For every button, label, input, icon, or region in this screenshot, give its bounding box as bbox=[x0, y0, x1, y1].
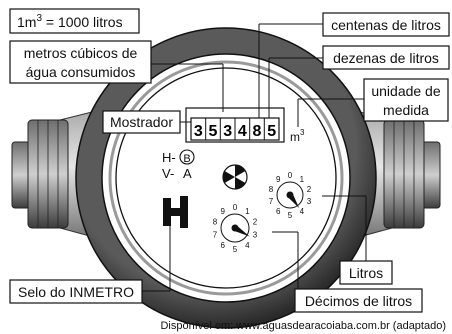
flow-indicator-icon bbox=[222, 164, 248, 190]
label-mostrador: Mostrador bbox=[102, 110, 181, 134]
label-centenas: centenas de litros bbox=[322, 12, 450, 37]
dial-decimos-tick-5: 5 bbox=[233, 245, 238, 254]
label-selo: Selo do INMETRO bbox=[9, 279, 143, 304]
dial-decimos-tick-3: 3 bbox=[253, 231, 258, 240]
v-mark: V- bbox=[162, 166, 174, 181]
dial-decimos-tick-7: 7 bbox=[213, 231, 218, 240]
dial-litros-hub bbox=[286, 191, 294, 199]
label-metros-line1: metros cúbicos de bbox=[24, 45, 138, 61]
label-unidade-line2: medida bbox=[383, 102, 429, 118]
unit-m: m3 bbox=[290, 128, 305, 144]
dial-litros-tick-1: 1 bbox=[300, 175, 305, 184]
dial-decimos-tick-6: 6 bbox=[220, 241, 225, 250]
odometer-digit-1: 3 bbox=[194, 123, 203, 140]
leader-lines bbox=[142, 23, 367, 292]
dial-litros-tick-4: 4 bbox=[300, 207, 305, 216]
label-litros: Litros bbox=[339, 260, 393, 285]
label-unidade-line1: unidade de bbox=[371, 83, 441, 99]
unit-m-base: m bbox=[290, 130, 300, 144]
odometer-digit-6: 5 bbox=[267, 123, 276, 140]
label-dezenas-text: dezenas de litros bbox=[333, 50, 439, 66]
dial-litros-tick-9: 9 bbox=[276, 175, 281, 184]
dial-litros-tick-0: 0 bbox=[288, 171, 293, 180]
odometer-digit-5: 8 bbox=[253, 123, 262, 140]
odometer-digit-2: 5 bbox=[209, 123, 218, 140]
label-dezenas: dezenas de litros bbox=[322, 45, 450, 70]
dial-decimos-tick-0: 0 bbox=[233, 203, 238, 212]
source-credit: Disponível em: www.aguasdearacoiaba.com.… bbox=[160, 320, 446, 332]
odometer-digit-3: 3 bbox=[223, 123, 232, 140]
dial-litros-tick-8: 8 bbox=[269, 185, 274, 194]
h-mark: H- bbox=[162, 150, 176, 165]
dial-litros-tick-7: 7 bbox=[269, 197, 274, 206]
label-decimos-text: Décimos de litros bbox=[305, 293, 412, 309]
left-pipe-thread bbox=[11, 119, 69, 229]
dial-decimos-tick-2: 2 bbox=[253, 218, 258, 227]
label-litros-text: Litros bbox=[349, 265, 383, 281]
label-metros-cubicos: metros cúbicos de água consumidos bbox=[9, 40, 152, 84]
meter-class-marks: H- B V- A bbox=[162, 149, 195, 181]
dial-litros-tick-2: 2 bbox=[307, 185, 312, 194]
label-decimos: Décimos de litros bbox=[294, 288, 423, 313]
b-mark: B bbox=[183, 153, 190, 165]
odometer-digit-4: 4 bbox=[238, 123, 247, 140]
label-selo-text: Selo do INMETRO bbox=[18, 284, 134, 300]
unit-m-sup: 3 bbox=[300, 128, 305, 137]
dial-litros-tick-3: 3 bbox=[307, 197, 312, 206]
odometer: 3 5 3 4 8 5 m3 bbox=[185, 107, 305, 144]
right-pipe-thread bbox=[383, 119, 441, 229]
a-mark: A bbox=[183, 166, 192, 181]
label-metros-line2: água consumidos bbox=[26, 64, 136, 80]
inmetro-seal-icon bbox=[163, 196, 188, 228]
label-centenas-text: centenas de litros bbox=[331, 17, 441, 33]
dial-decimos-tick-9: 9 bbox=[220, 207, 225, 216]
label-unidade: unidade de medida bbox=[363, 78, 449, 122]
dial-litros-tick-5: 5 bbox=[288, 211, 293, 220]
dial-litros-tick-6: 6 bbox=[276, 207, 281, 216]
dial-decimos-tick-1: 1 bbox=[245, 207, 250, 216]
dial-decimos-tick-8: 8 bbox=[213, 218, 218, 227]
label-mostrador-text: Mostrador bbox=[110, 114, 173, 130]
label-volume-text: 1m3 = 1000 litros bbox=[17, 13, 123, 30]
dial-decimos-hub bbox=[231, 224, 239, 232]
label-volume: 1m3 = 1000 litros bbox=[9, 8, 140, 34]
dial-decimos-tick-4: 4 bbox=[245, 241, 250, 250]
